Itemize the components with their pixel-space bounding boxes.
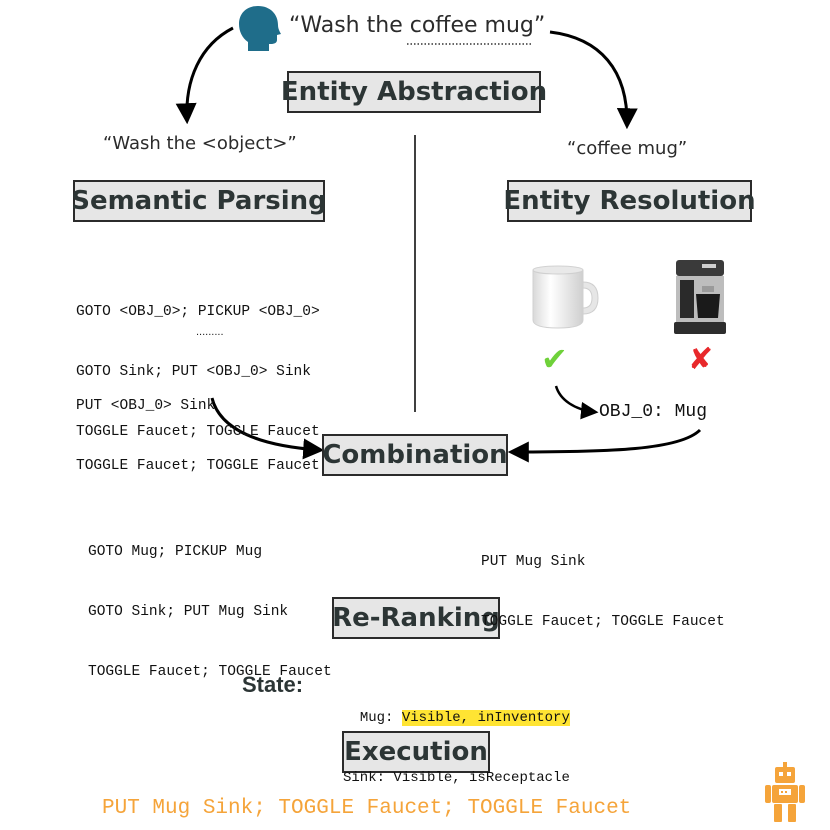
instruction-text: “Wash the coffee mug” (289, 13, 545, 38)
instruction-prefix: “Wash the (289, 13, 410, 38)
cross-icon: ✘ (688, 343, 714, 376)
instruction-entity: coffee mug (409, 13, 534, 38)
parsing-candidates-group1: GOTO <OBJ_0>; PICKUP <OBJ_0> GOTO Sink; … (76, 262, 320, 462)
state-values: Mug: Visible, inInventory Sink: Visible,… (343, 668, 570, 808)
plan-line: GOTO Mug; PICKUP Mug (88, 544, 263, 560)
plan-line: PUT Mug Sink (481, 554, 586, 570)
state-label: State: (242, 672, 304, 697)
combination-box: Combination (322, 434, 508, 476)
plan-line: TOGGLE Faucet; TOGGLE Faucet (481, 614, 725, 630)
entity-abstraction-box: Entity Abstraction (281, 71, 547, 113)
re-ranking-box: Re-Ranking (332, 597, 500, 639)
state-sink-line: Sink: Visible, isReceptacle (343, 768, 570, 788)
resolution-result: OBJ_0: Mug (599, 402, 708, 422)
parsing-line: TOGGLE Faucet; TOGGLE Faucet (76, 424, 320, 440)
robot-icon (764, 762, 806, 824)
parsing-line: GOTO <OBJ_0>; PICKUP <OBJ_0> (76, 304, 320, 320)
plan-line: GOTO Sink; PUT Mug Sink (88, 604, 289, 620)
parsing-line: TOGGLE Faucet; TOGGLE Faucet (76, 458, 320, 474)
parsing-line: GOTO Sink; PUT <OBJ_0> Sink (76, 364, 311, 380)
execution-box: Execution (342, 731, 490, 773)
state-sink-key: Sink: (343, 770, 386, 786)
parsing-ellipsis: ......... (196, 326, 224, 338)
combined-plan-1: GOTO Mug; PICKUP Mug GOTO Sink; PUT Mug … (88, 502, 332, 702)
instruction-suffix: ” (533, 13, 546, 38)
parsing-candidates-group2: PUT <OBJ_0> Sink TOGGLE Faucet; TOGGLE F… (76, 356, 320, 496)
state-sink-value: Visible, isReceptacle (393, 770, 570, 786)
arrow-to-template (175, 26, 234, 125)
combined-plan-2: PUT Mug Sink TOGGLE Faucet; TOGGLE Fauce… (481, 512, 725, 652)
human-head-icon (236, 4, 282, 52)
arrow-parsing-to-combination (210, 397, 325, 460)
state-mug-value: Visible, inInventory (401, 710, 570, 726)
state-mug-key: Mug: (359, 710, 394, 726)
arrow-resolution-to-combination (507, 428, 702, 463)
entity-text: “coffee mug” (567, 138, 688, 159)
semantic-parsing-box: Semantic Parsing (71, 180, 327, 222)
check-icon: ✔ (541, 341, 568, 377)
abstract-template-text: “Wash the <object>” (103, 133, 297, 154)
coffee-maker-icon (672, 258, 728, 338)
arrow-to-entity (549, 30, 638, 130)
state-mug-line: Mug: Visible, inInventory (343, 708, 570, 728)
plan-line: TOGGLE Faucet; TOGGLE Faucet (88, 664, 332, 680)
entity-resolution-box: Entity Resolution (503, 180, 756, 222)
parsing-line: PUT <OBJ_0> Sink (76, 398, 216, 414)
final-plan: PUT Mug Sink; TOGGLE Faucet; TOGGLE Fauc… (102, 797, 632, 820)
mug-icon (526, 262, 602, 332)
arrow-to-resolution-result (554, 385, 599, 420)
